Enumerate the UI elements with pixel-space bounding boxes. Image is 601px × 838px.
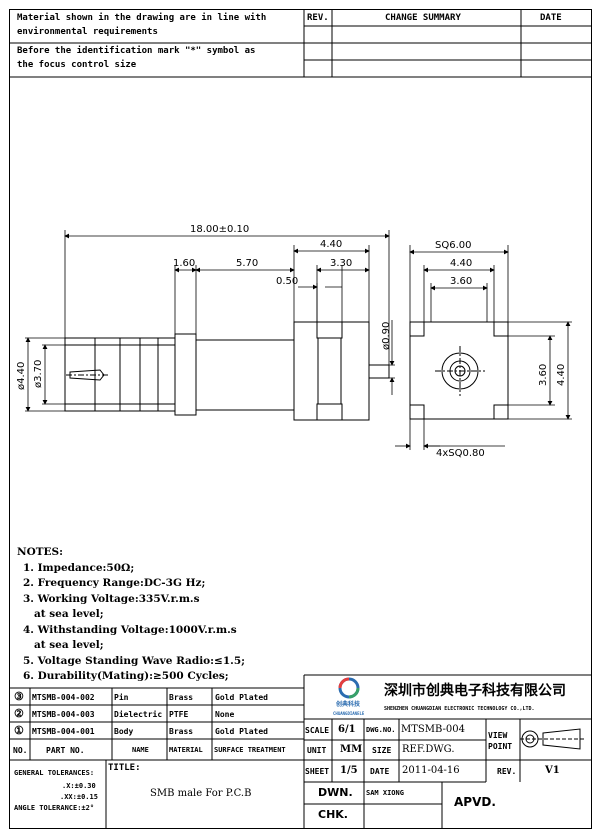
dim-right-3-60: 3.60 [538, 364, 549, 386]
dim-dia-3-70: ø3.70 [33, 360, 44, 388]
notes-block: NOTES: 1. Impedance:50Ω; 2. Frequency Ra… [17, 545, 245, 685]
note-item: 3. Working Voltage:335V.r.m.s [23, 592, 200, 605]
rev-header: REV. [307, 13, 329, 23]
bom-head-material: MATERIAL [169, 746, 203, 754]
note-item: at sea level; [23, 608, 104, 620]
bom-row-name: Pin [114, 693, 129, 702]
dim-end-4-40: 4.40 [450, 258, 472, 269]
bom-row-finish: Gold Plated [215, 693, 268, 702]
bom-row-material: Brass [169, 693, 194, 702]
bom-row-part: MTSMB-004-003 [32, 710, 95, 719]
dim-4-40: 4.40 [320, 239, 342, 250]
bom-row-no: ① [14, 724, 24, 737]
note-item: at sea level; [23, 639, 104, 651]
date-value: 2011-04-16 [402, 765, 460, 776]
drawing-frame [9, 9, 592, 829]
view-point-label-2: POINT [488, 742, 513, 751]
bom-head-no: NO. [13, 746, 28, 755]
unit-label: UNIT [307, 746, 327, 755]
note-item: 5. Voltage Standing Wave Radio:≤1.5; [23, 654, 245, 667]
ident-note-line1: Before the identification mark "*" symbo… [17, 46, 256, 56]
tolerance-xx: .XX:±0.15 [60, 793, 98, 801]
dim-0-90: ø0.90 [381, 322, 392, 350]
bom-head-finish: SURFACE TREATMENT [214, 746, 286, 754]
bom-row-material: Brass [169, 727, 194, 736]
drawing-title: SMB male For P.C.B [150, 788, 252, 799]
dwn-value: SAM XIONG [366, 789, 404, 797]
bom-row-finish: Gold Plated [215, 727, 268, 736]
size-value: REF.DWG. [402, 744, 455, 755]
dim-4xsq0-80: 4xSQ0.80 [436, 448, 485, 459]
size-label: SIZE [372, 746, 392, 755]
chk-label: CHK. [318, 808, 348, 821]
apvd-label: APVD. [454, 795, 496, 809]
dim-0-50: 0.50 [276, 276, 298, 287]
dim-sq6: SQ6.00 [435, 240, 471, 251]
title-label: TITLE: [108, 763, 141, 773]
ident-note-line2: the focus control size [17, 60, 137, 70]
dim-5-70: 5.70 [236, 258, 258, 269]
notes-title: NOTES: [17, 546, 64, 558]
sheet-label: SHEET [305, 767, 330, 776]
date-label: DATE [370, 767, 390, 776]
unit-value: MM [340, 744, 363, 755]
bom-row-finish: None [215, 710, 235, 719]
bom-row-material: PTFE [169, 710, 189, 719]
tolerance-title: GENERAL TOLERANCES: [14, 769, 95, 777]
company-logo-text: 创典科技 [336, 701, 361, 708]
company-logo-sub: CHUANGDIANELE [333, 711, 365, 716]
scale-value: 6/1 [338, 724, 356, 735]
scale-label: SCALE [305, 726, 330, 735]
change-summary-header: CHANGE SUMMARY [385, 13, 461, 23]
date-header: DATE [540, 13, 562, 23]
dim-overall-length: 18.00±0.10 [190, 224, 249, 235]
note-item: 6. Durability(Mating):≥500 Cycles; [23, 670, 229, 682]
dwgno-label: DWG.NO. [366, 726, 396, 734]
view-point-label-1: VIEW [488, 731, 508, 740]
material-note-line1: Material shown in the drawing are in lin… [17, 13, 267, 23]
bom-row-no: ③ [14, 690, 24, 703]
dwgno-value: MTSMB-004 [401, 724, 465, 735]
dwn-label: DWN. [318, 786, 353, 799]
bom-row-part: MTSMB-004-001 [32, 727, 95, 736]
dim-right-4-40: 4.40 [556, 364, 567, 386]
note-item: 4. Withstanding Voltage:1000V.r.m.s [23, 623, 237, 636]
sheet-value: 1/5 [340, 765, 358, 776]
rev-label: REV. [497, 767, 517, 776]
note-item: 1. Impedance:50Ω; [23, 561, 135, 574]
company-name-cn: 深圳市创典电子科技有限公司 [384, 683, 566, 699]
bom-head-part: PART NO. [46, 746, 85, 755]
material-note-line2: environmental requirements [17, 27, 158, 37]
bom-head-name: NAME [132, 746, 149, 754]
rev-value: V1 [545, 765, 560, 776]
bom-row-no: ② [14, 707, 24, 720]
bom-row-name: Body [114, 727, 134, 736]
company-name-en: SHENZHEN CHUANGDIAN ELECTRONIC TECHNOLOG… [384, 706, 535, 712]
dim-1-60: 1.60 [173, 258, 195, 269]
bom-row-name: Dielectric [114, 710, 163, 719]
dim-dia-4-40: ø4.40 [16, 362, 27, 390]
tolerance-angle: ANGLE TOLERANCE:±2° [14, 804, 95, 812]
dim-3-30: 3.30 [330, 258, 352, 269]
bom-row-part: MTSMB-004-002 [32, 693, 95, 702]
note-item: 2. Frequency Range:DC-3G Hz; [23, 577, 206, 589]
dim-end-3-60: 3.60 [450, 276, 472, 287]
tolerance-x: .X:±0.30 [62, 782, 96, 790]
